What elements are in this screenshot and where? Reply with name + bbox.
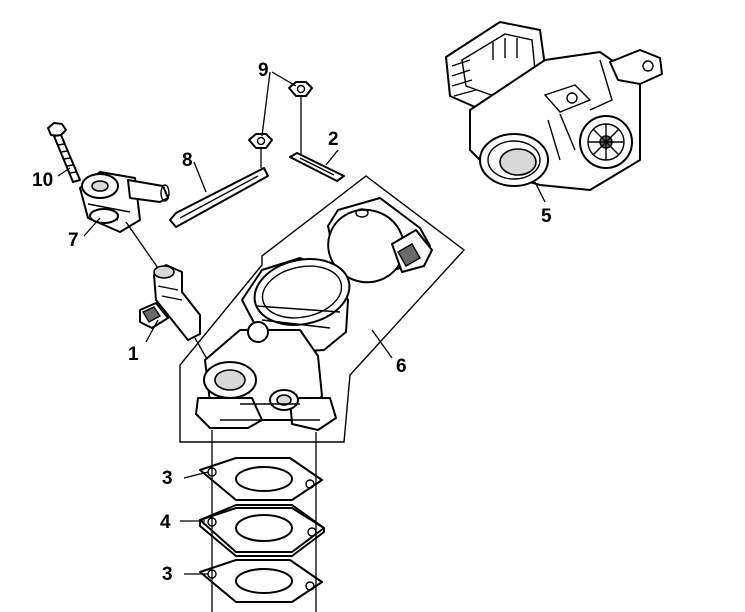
callout-7: 7 xyxy=(68,230,79,251)
bracket-2 xyxy=(289,152,345,182)
callout-1: 1 xyxy=(128,344,139,365)
gasket-3-upper xyxy=(199,457,323,501)
callout-3-upper: 3 xyxy=(162,468,173,489)
callout-4: 4 xyxy=(160,512,171,533)
spacer-4 xyxy=(199,504,325,557)
injector-holder-7 xyxy=(79,171,170,233)
throttle-body-assembly xyxy=(445,21,663,191)
kit-outline-6 xyxy=(179,175,466,443)
callout-leaders xyxy=(57,71,546,575)
callout-8: 8 xyxy=(182,150,193,171)
bolt-10 xyxy=(47,122,81,183)
callout-5: 5 xyxy=(541,206,552,227)
callout-6: 6 xyxy=(396,356,407,377)
callout-9: 9 xyxy=(258,60,269,81)
callout-2: 2 xyxy=(328,129,339,150)
callout-3-lower: 3 xyxy=(162,564,173,585)
intake-manifold-6 xyxy=(195,197,433,431)
bracket-8 xyxy=(169,167,269,228)
fuel-injector-1 xyxy=(125,221,213,369)
nut-9-lower xyxy=(248,133,273,149)
callout-10: 10 xyxy=(32,170,53,191)
gasket-3-lower xyxy=(199,559,323,603)
